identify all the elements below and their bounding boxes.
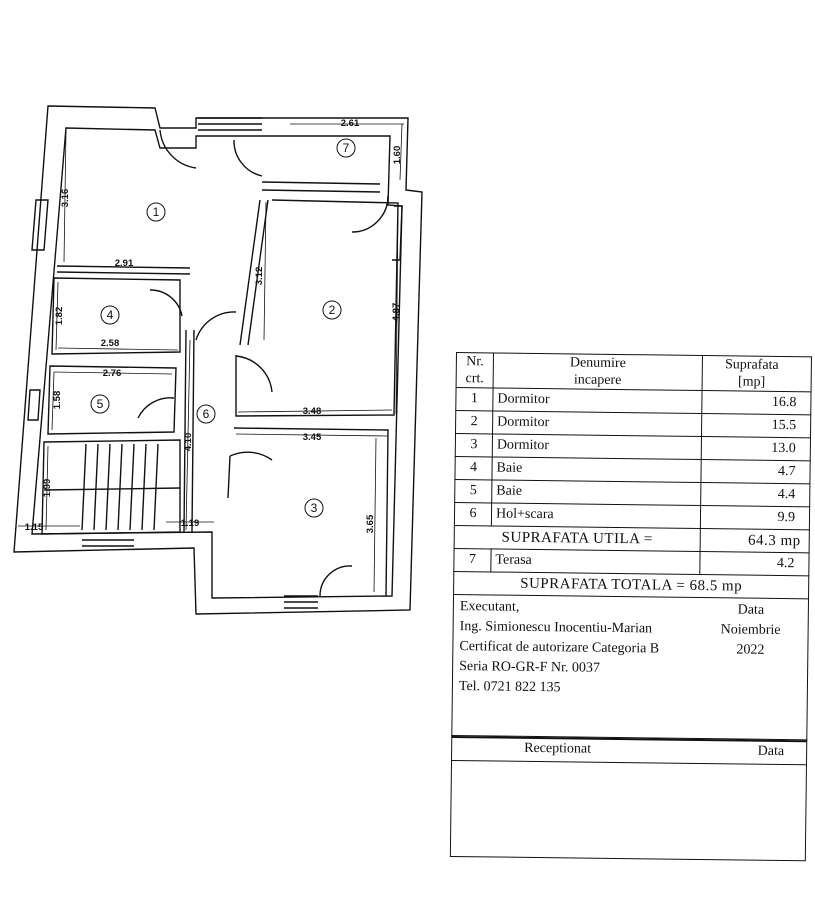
executant-line: Ing. Simionescu Inocentiu-Marian: [459, 619, 653, 637]
dimension-labels: 2.61 1.60 3.16 2.91 3.12 4.87 3.48 1.82 …: [25, 118, 403, 533]
room-marker: [100, 305, 120, 325]
dimension-label: 1.60: [392, 146, 403, 165]
dimension-label: 2.76: [103, 368, 122, 379]
row-area: 4.4: [700, 482, 810, 507]
row-nr: 1: [455, 387, 494, 411]
room-marker: [90, 394, 110, 414]
dimension-label: 3.12: [254, 267, 265, 286]
row-nr: 5: [454, 479, 492, 503]
reception-header: Receptionat Data: [452, 737, 807, 766]
row-nr: 4: [454, 456, 493, 480]
room-number: 1: [153, 205, 160, 219]
room-number: 3: [311, 501, 318, 515]
executant-details: Executant, Ing. Simionescu Inocentiu-Mar…: [459, 597, 660, 699]
row-name: Dormitor: [492, 410, 702, 437]
walls: [13, 105, 423, 615]
room-marker: [146, 202, 166, 222]
row-area: 9.9: [700, 505, 810, 530]
row-area: 4.2: [699, 551, 810, 576]
row-name: Dormitor: [492, 387, 703, 414]
row-nr: 3: [455, 433, 493, 457]
row-area: 4.7: [700, 459, 811, 484]
room-marker: [304, 498, 324, 518]
dimension-label: 4.10: [183, 433, 194, 452]
row-name: Dormitor: [492, 433, 702, 460]
room-marker: [196, 404, 216, 424]
dimension-label: 3.45: [303, 432, 322, 443]
executant-line: Seria RO-GR-F Nr. 0037: [459, 659, 601, 676]
row-area: 13.0: [701, 436, 811, 461]
executant-line: Tel. 0721 822 135: [458, 679, 561, 696]
dimension-label: 3.16: [60, 189, 71, 208]
room-marker: [322, 300, 342, 320]
dimension-lines: [18, 123, 404, 593]
reception-date-label: Data: [757, 743, 785, 760]
dimension-label: 3.48: [303, 406, 322, 417]
dimension-label: 2.91: [115, 258, 134, 269]
row-area: 15.5: [701, 413, 811, 438]
useful-area-value: 64.3 mp: [700, 528, 810, 553]
room-markers: 1 2 3 4 5 6 7: [90, 138, 356, 518]
executant-line: Certificat de autorizare Categoria B: [459, 639, 660, 657]
dimension-label: 2.61: [341, 118, 360, 129]
room-number: 4: [107, 308, 114, 322]
room-marker: [336, 138, 356, 158]
executant-line: Executant,: [459, 599, 520, 615]
row-nr: 2: [455, 410, 493, 434]
row-area: 16.8: [701, 390, 812, 415]
dimension-label: 1.99: [42, 479, 53, 498]
dimension-label: 4.87: [391, 303, 402, 322]
dimension-label: 3.65: [365, 514, 376, 533]
row-name: Terasa: [490, 548, 701, 575]
dimension-label: 1.82: [54, 307, 65, 326]
room-number: 7: [343, 141, 350, 155]
row-name: Hol+scara: [491, 502, 701, 529]
useful-area-label: SUPRAFATA UTILA =: [454, 525, 701, 552]
dimension-label: 1.58: [52, 391, 63, 410]
reception-label: Receptionat: [524, 740, 592, 757]
header-area: Suprafata[mp]: [702, 355, 812, 392]
dimension-label: 2.58: [101, 338, 120, 349]
date-year: 2022: [736, 642, 765, 658]
room-number: 6: [203, 407, 210, 421]
dimension-label: 1.15: [25, 522, 44, 533]
room-number: 5: [97, 397, 104, 411]
dimension-label: 1.19: [181, 518, 200, 529]
row-name: Baie: [491, 479, 701, 506]
row-nr: 6: [454, 502, 492, 526]
row-nr: 7: [453, 548, 492, 572]
date-block: Data Noiembrie 2022: [705, 600, 796, 661]
date-label: Data: [737, 602, 765, 618]
date-month: Noiembrie: [720, 622, 781, 638]
reception-block: Receptionat Data: [449, 735, 808, 862]
room-number: 2: [329, 303, 336, 317]
floor-plan: 1 2 3 4 5 6 7 2.61 1.60 3.16 2.: [13, 105, 423, 615]
row-name: Baie: [491, 456, 702, 483]
executant-block: Executant, Ing. Simionescu Inocentiu-Mar…: [451, 594, 810, 741]
header-nr: Nr.crt.: [456, 352, 494, 388]
